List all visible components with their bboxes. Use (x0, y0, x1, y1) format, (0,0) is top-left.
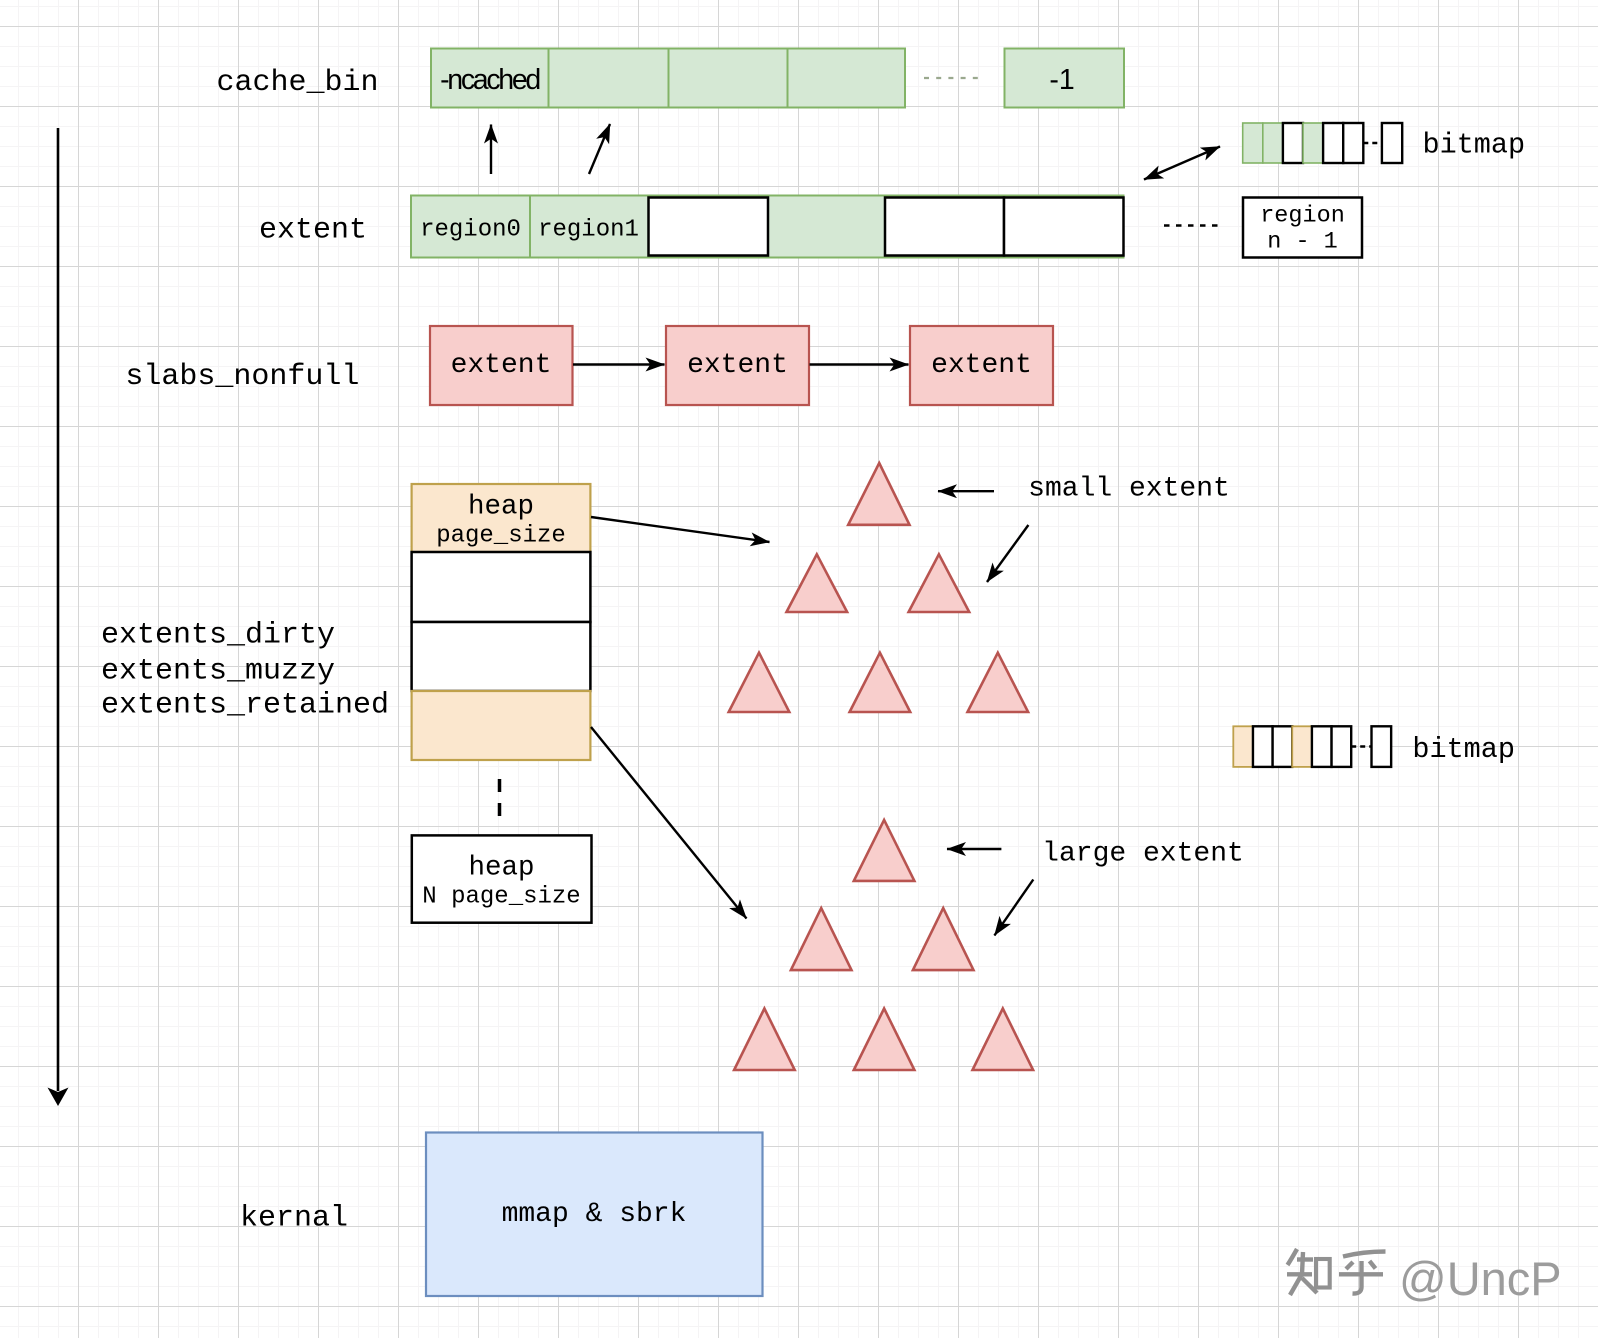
svg-text:extent: extent (931, 350, 1032, 381)
svg-text:small extent: small extent (1028, 474, 1230, 505)
svg-text:cache_bin: cache_bin (216, 66, 378, 100)
svg-text:@UncP: @UncP (1399, 1252, 1562, 1305)
svg-text:extents_dirty: extents_dirty (101, 619, 335, 653)
svg-text:bitmap: bitmap (1412, 733, 1515, 766)
svg-text:bitmap: bitmap (1422, 129, 1525, 162)
svg-text:extents_muzzy: extents_muzzy (101, 655, 335, 689)
svg-text:-1: -1 (1049, 64, 1074, 96)
svg-text:extent: extent (259, 214, 367, 248)
svg-text:extent: extent (451, 350, 552, 381)
svg-text:kernal: kernal (240, 1202, 348, 1236)
svg-text:heap: heap (468, 492, 534, 523)
svg-text:region0: region0 (420, 217, 521, 244)
svg-text:region: region (1260, 203, 1345, 230)
svg-text:N page_size: N page_size (422, 884, 580, 911)
svg-text:-ncached: -ncached (440, 64, 540, 96)
svg-text:heap: heap (468, 853, 534, 884)
svg-text:mmap & sbrk: mmap & sbrk (502, 1199, 687, 1230)
svg-text:region1: region1 (538, 217, 639, 244)
svg-text:extent: extent (687, 350, 788, 381)
svg-text:slabs_nonfull: slabs_nonfull (125, 360, 359, 394)
svg-text:page_size: page_size (436, 523, 566, 550)
svg-text:large extent: large extent (1042, 839, 1244, 870)
svg-text:extents_retained: extents_retained (101, 689, 389, 723)
svg-text:n - 1: n - 1 (1267, 229, 1338, 256)
